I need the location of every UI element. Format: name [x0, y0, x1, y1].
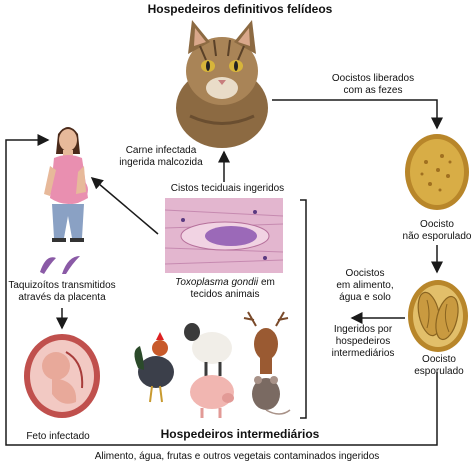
unsporulated-oocyst-label: Oocisto não esporulado — [402, 219, 472, 242]
unsporulated-oocyst-illustration — [402, 132, 472, 212]
definitive-hosts-title: Hospedeiros definitivos felídeos — [147, 2, 333, 16]
bottom-caption: Alimento, água, frutas e outros vegetais… — [94, 451, 380, 462]
rat-icon — [252, 376, 291, 415]
sporulated-oocyst-label: Oocisto esporulado — [414, 354, 464, 377]
pregnant-woman-illustration — [38, 120, 98, 245]
tissue-cyst-illustration — [164, 198, 284, 273]
oocysts-released-label: Oocistos liberados com as fezes — [331, 73, 415, 96]
infected-fetus-illustration — [22, 332, 102, 420]
tachyzoites-illustration — [36, 252, 86, 276]
deer-icon — [243, 311, 289, 374]
ingested-intermediate-label: Ingeridos por hospedeiros intermediários — [331, 324, 395, 359]
intermediate-hosts-illustration — [130, 310, 300, 422]
tachyzoites-label: Taquizoítos transmitidos através da plac… — [8, 280, 116, 303]
intermediate-hosts-title: Hospedeiros intermediários — [160, 427, 320, 441]
undercooked-meat-label: Carne infectada ingerida malcozida — [119, 145, 203, 168]
oocysts-environment-label: Oocistos em alimento, água e solo — [336, 268, 394, 303]
infected-fetus-label: Feto infectado — [26, 431, 90, 442]
tissue-cysts-label: Cistos teciduais ingeridos — [170, 183, 285, 194]
sheep-icon — [184, 323, 232, 376]
pig-icon — [190, 375, 234, 418]
toxoplasma-label: Toxoplasma gondii em tecidos animais — [175, 277, 275, 300]
rooster-icon — [134, 332, 174, 403]
cat-illustration — [170, 16, 275, 148]
sporulated-oocyst-illustration — [405, 278, 471, 354]
